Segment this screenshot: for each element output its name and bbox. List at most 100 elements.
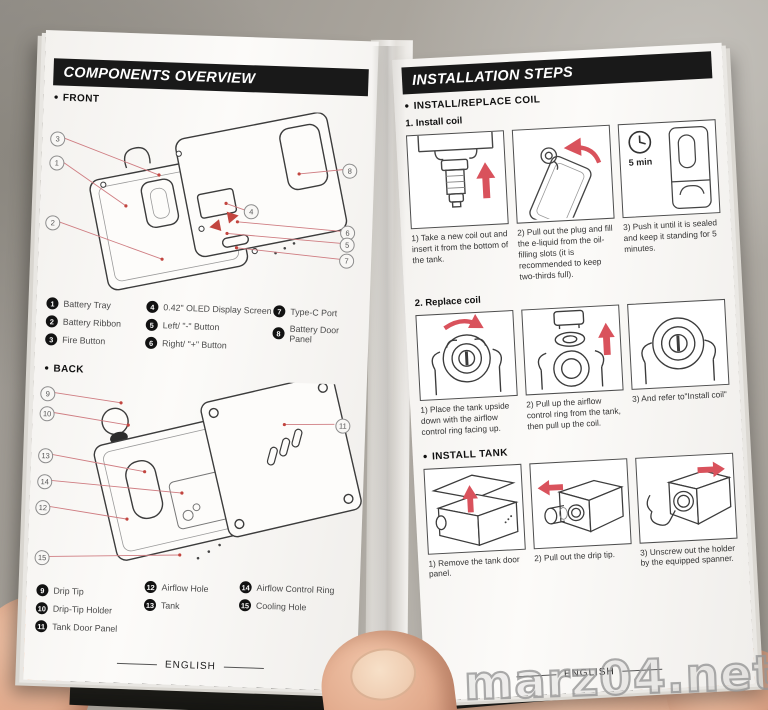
install-coil-step-1: 1) Take a new coil out and insert it fro… [405, 130, 512, 288]
item-number: 7 [273, 305, 286, 318]
red-arrow-head [468, 313, 484, 328]
components-overview-header: COMPONENTS OVERVIEW [53, 58, 369, 97]
item-label: Tank [160, 600, 180, 611]
components-overview-title: COMPONENTS OVERVIEW [63, 64, 256, 87]
item-number: 1 [46, 297, 59, 310]
item-label: Airflow Control Ring [256, 582, 335, 596]
item-number: 9 [36, 584, 49, 597]
front-device-illustration [58, 112, 348, 291]
item-number: 10 [35, 602, 49, 615]
install-tank-steps-row: 1) Remove the tank door panel. [423, 452, 738, 580]
step-caption: 3) Push it until it is sealed and keep i… [622, 217, 718, 254]
item-label: Battery Tray [63, 298, 112, 311]
ring-pull-figure [537, 309, 615, 390]
item-label: Cooling Hole [255, 600, 307, 613]
item-number: 11 [34, 619, 48, 633]
item-number: 12 [144, 580, 157, 594]
item-label: Type-C Port [290, 306, 338, 319]
list-item: 5 Left/ "-" Button [145, 318, 273, 335]
replace-coil-step-1: 1) Place the tank upside down with the a… [415, 309, 519, 438]
step-caption: 1) Place the tank upside down with the a… [420, 400, 510, 437]
item-number: 15 [238, 599, 252, 612]
step-caption: 2) Pull out the plug and fill the e-liqu… [516, 222, 613, 282]
item-number: 6 [144, 336, 158, 350]
installation-steps-title: INSTALLATION STEPS [411, 64, 574, 89]
item-label: Fire Button [62, 334, 106, 347]
item-label: Airflow Hole [161, 582, 209, 594]
spanner-figure [646, 461, 732, 526]
item-number: 8 [272, 327, 285, 340]
plug-pull-figure [529, 137, 602, 221]
tank-door-figure [431, 474, 519, 546]
step-caption: 3) Unscrew out the holder by the equippe… [639, 542, 736, 569]
item-number: 2 [45, 315, 59, 328]
clock-duration-label: 5 min [628, 156, 653, 168]
back-diagram: 9 10 11 13 14 12 15 [27, 374, 367, 585]
item-number: 3 [45, 333, 58, 346]
step-caption: 1) Remove the tank door panel. [428, 553, 520, 580]
right-page: INSTALLATION STEPS INSTALL/REPLACE COIL … [392, 42, 756, 702]
install-tank-step-1: 1) Remove the tank door panel. [423, 463, 527, 580]
footer-rule-left [116, 662, 157, 666]
red-up-arrow [462, 484, 478, 513]
tank-top-figure [641, 317, 716, 384]
red-left-arrow [537, 479, 564, 496]
list-item: 1 Battery Tray [46, 297, 146, 312]
list-item: 14 Airflow Control Ring [239, 581, 351, 597]
list-item: 11 Tank Door Panel [34, 619, 143, 636]
step-caption: 1) Take a new coil out and insert it fro… [411, 228, 509, 266]
item-label: Left/ "-" Button [162, 320, 220, 333]
replace-coil-step-3: 3) And refer to"Install coil" [627, 298, 731, 427]
replace-coil-step-2: 2) Pull up the airflow control ring from… [521, 304, 625, 432]
thumb-nail [347, 644, 420, 705]
step-caption: 3) And refer to"Install coil" [631, 388, 728, 404]
red-up-arrow [598, 322, 615, 355]
item-label: 0.42" OLED Display Screen [163, 302, 272, 316]
clock-icon [628, 130, 652, 154]
list-item: 8 Battery Door Panel [272, 323, 361, 346]
drip-tip-figure [537, 479, 624, 533]
item-label: Drip Tip [53, 585, 84, 597]
list-item: 4 0.42" OLED Display Screen [146, 300, 273, 317]
item-label: Battery Ribbon [62, 316, 122, 329]
step-caption: 2) Pull out the drip tip. [533, 548, 616, 563]
install-coil-step-2: 2) Pull out the plug and fill the e-liqu… [511, 124, 618, 283]
item-label: Drip-Tip Holder [52, 603, 113, 616]
item-label: Battery Door Panel [289, 323, 340, 345]
watermark-text: marz04.net [462, 644, 768, 710]
install-tank-step-2: 2) Pull out the drip tip. [529, 457, 633, 575]
stand-device-figure [628, 125, 712, 210]
back-device-illustration [48, 374, 362, 561]
tank-upside-figure [431, 313, 502, 395]
item-number: 14 [239, 581, 252, 594]
item-number: 5 [145, 318, 158, 332]
red-right-arrow [697, 461, 725, 477]
left-footer-language: ENGLISH [164, 659, 217, 673]
coil-insert-figure [417, 131, 496, 208]
red-arrow-head [563, 137, 582, 156]
item-number: 13 [143, 598, 157, 612]
red-up-arrow [476, 162, 496, 199]
list-item: 12 Airflow Hole [144, 580, 239, 596]
item-label: Tank Door Panel [52, 621, 118, 634]
step-caption: 2) Pull up the airflow control ring from… [525, 395, 621, 431]
install-coil-steps-row: 1) Take a new coil out and insert it fro… [405, 119, 724, 288]
install-tank-step-3: 3) Unscrew out the holder by the equippe… [635, 452, 739, 569]
front-diagram: 3 1 2 8 4 6 5 7 [37, 103, 376, 305]
left-page: COMPONENTS OVERVIEW FRONT [23, 30, 379, 692]
list-item: 9 Drip Tip [36, 584, 144, 600]
footer-rule-right [223, 666, 264, 669]
list-item: 7 Type-C Port [273, 305, 361, 320]
item-number: 4 [146, 300, 159, 314]
item-label: Right/ "+" Button [161, 338, 227, 351]
replace-coil-steps-row: 1) Place the tank upside down with the a… [415, 298, 731, 438]
list-item: 3 Fire Button [45, 333, 145, 348]
